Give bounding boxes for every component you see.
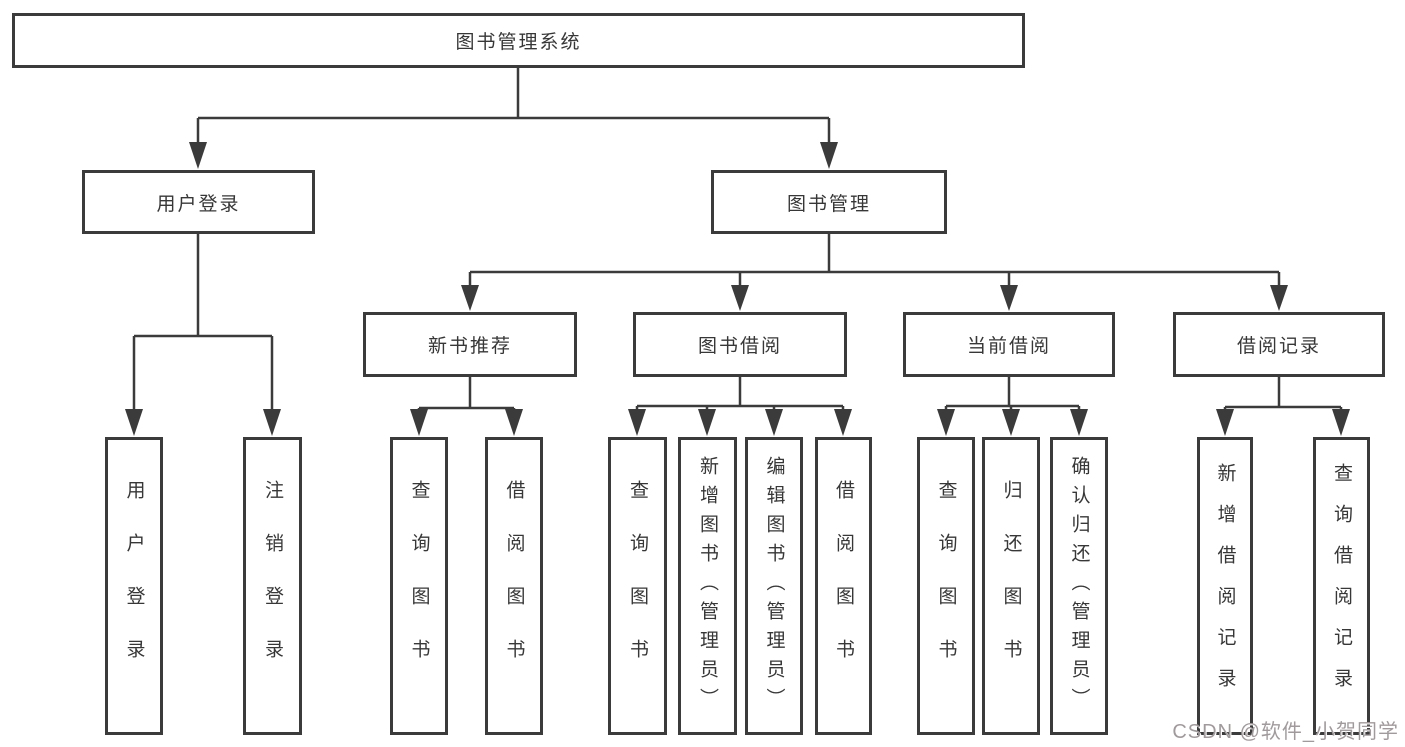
node-book-management-label: 图书管理	[786, 193, 871, 215]
leaf-cb-confirm-return-admin: 确认归还（管理员）	[1050, 437, 1108, 735]
leaf-bb-query-books: 查询图书	[608, 437, 667, 735]
node-user-login-label: 用户登录	[156, 193, 241, 215]
node-root: 图书管理系统	[12, 13, 1025, 68]
leaf-logout-label: 注销登录	[262, 480, 283, 692]
leaf-cb-return-books-label: 归还图书	[1000, 480, 1022, 692]
leaf-nbr-query-books: 查询图书	[390, 437, 448, 735]
node-new-book-recommend: 新书推荐	[363, 312, 577, 377]
node-current-borrowing-label: 当前借阅	[966, 336, 1051, 357]
node-current-borrowing: 当前借阅	[903, 312, 1115, 377]
node-book-borrowing-label: 图书借阅	[697, 336, 782, 357]
leaf-bb-edit-books-admin: 编辑图书（管理员）	[745, 437, 803, 735]
node-book-borrowing: 图书借阅	[633, 312, 847, 377]
leaf-bb-borrow-books-label: 借阅图书	[833, 480, 854, 692]
node-root-label: 图书管理系统	[455, 32, 582, 53]
leaf-bb-query-books-label: 查询图书	[627, 480, 648, 692]
leaf-user-login-label: 用户登录	[123, 480, 145, 692]
leaf-bb-add-books-admin: 新增图书（管理员）	[678, 437, 737, 735]
leaf-cb-query-books: 查询图书	[917, 437, 975, 735]
leaf-cb-confirm-return-admin-label: 确认归还（管理员）	[1068, 455, 1090, 717]
leaf-logout: 注销登录	[243, 437, 302, 735]
leaf-nbr-borrow-books: 借阅图书	[485, 437, 543, 735]
leaf-br-add-record: 新增借阅记录	[1197, 437, 1253, 735]
node-book-management: 图书管理	[711, 170, 947, 234]
leaf-nbr-borrow-books-label: 借阅图书	[503, 480, 525, 692]
leaf-cb-query-books-label: 查询图书	[935, 480, 957, 692]
node-user-login: 用户登录	[82, 170, 315, 234]
node-new-book-recommend-label: 新书推荐	[427, 336, 512, 357]
leaf-bb-borrow-books: 借阅图书	[815, 437, 872, 735]
node-borrowing-records: 借阅记录	[1173, 312, 1385, 377]
leaf-user-login: 用户登录	[105, 437, 163, 735]
leaf-nbr-query-books-label: 查询图书	[408, 480, 430, 692]
leaf-cb-return-books: 归还图书	[982, 437, 1040, 735]
leaf-bb-edit-books-admin-label: 编辑图书（管理员）	[763, 455, 785, 717]
leaf-br-query-record: 查询借阅记录	[1313, 437, 1370, 735]
leaf-br-query-record-label: 查询借阅记录	[1331, 463, 1352, 709]
node-borrowing-records-label: 借阅记录	[1236, 336, 1321, 357]
csdn-watermark: CSDN @软件_小贺同学	[1172, 721, 1399, 743]
leaf-bb-add-books-admin-label: 新增图书（管理员）	[697, 455, 718, 717]
leaf-br-add-record-label: 新增借阅记录	[1214, 463, 1236, 709]
